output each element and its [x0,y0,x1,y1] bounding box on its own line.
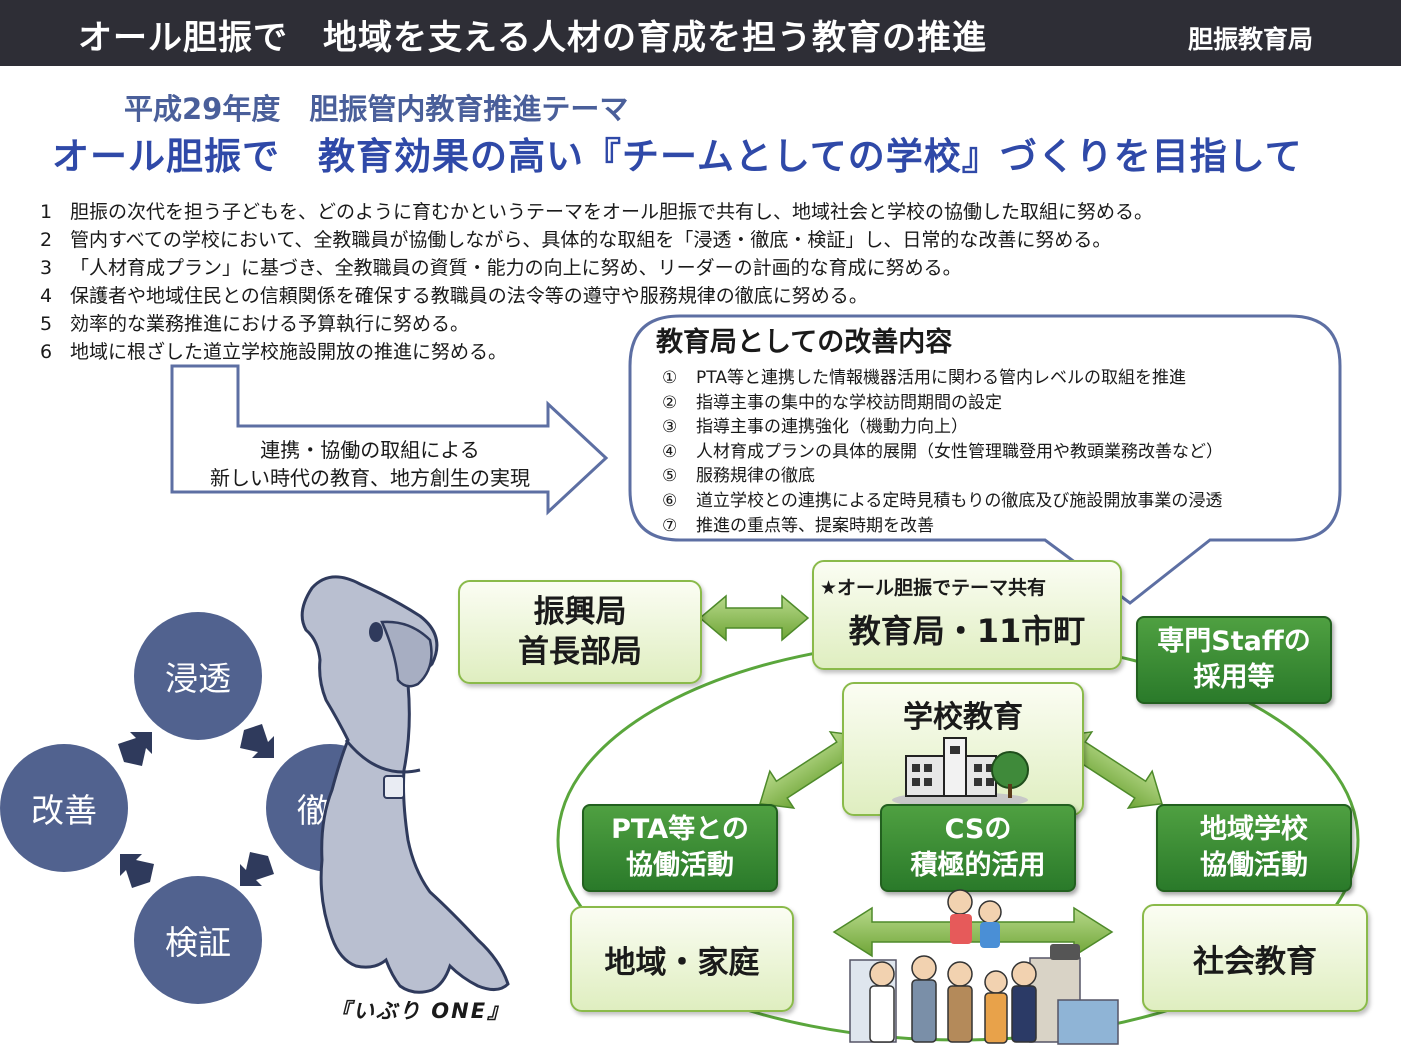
community-people-icon [0,0,1401,1051]
